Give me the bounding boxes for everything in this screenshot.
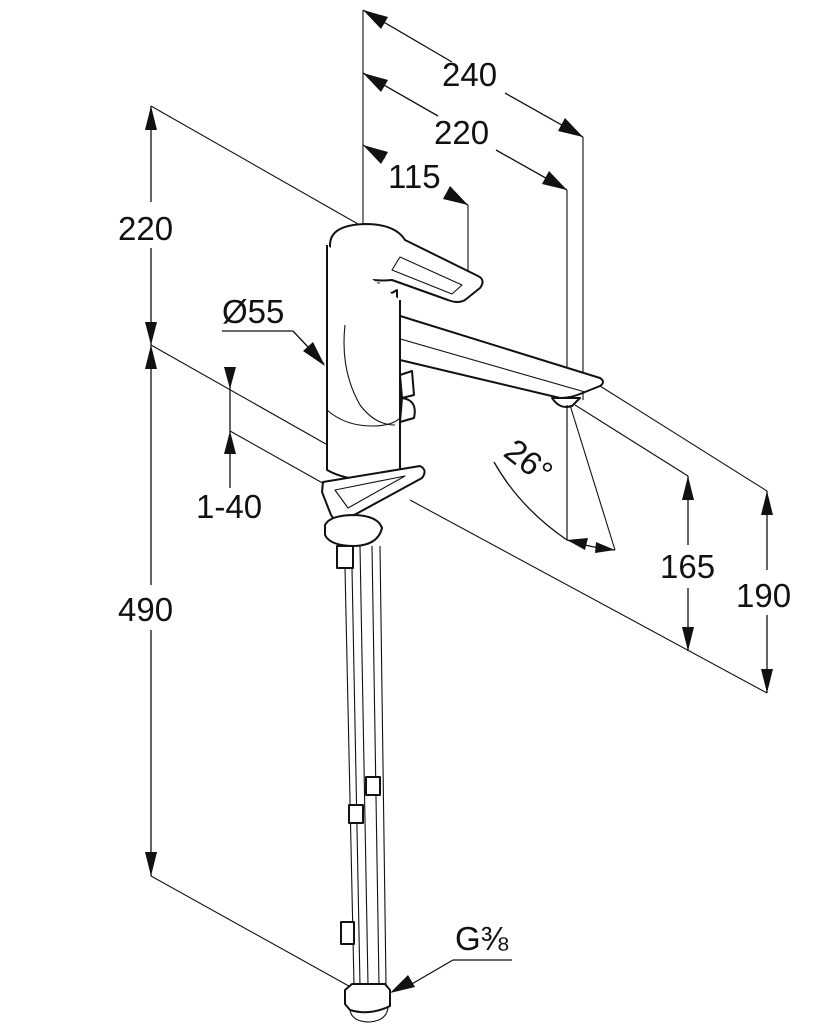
side-button [399, 370, 415, 399]
deck-washer [324, 514, 383, 547]
hose-clip [340, 921, 355, 945]
dim-220-top: 220 [362, 72, 568, 540]
ext-line-deck [150, 344, 341, 453]
dim-115: 115 [362, 144, 469, 282]
arrow-head [558, 118, 583, 137]
arrow-head [682, 627, 694, 651]
connector-base [349, 1005, 389, 1023]
lever-slot [391, 256, 463, 295]
arrow-head [363, 145, 388, 164]
angle-ext-slanted [569, 404, 616, 551]
arrow-head [145, 345, 157, 369]
arrow-head [761, 491, 773, 515]
dim-220-left: 220 [118, 105, 359, 345]
dim-240-label: 240 [442, 56, 497, 93]
body-seam [326, 409, 401, 427]
arrow-head [303, 342, 325, 366]
side-button-base [399, 397, 416, 423]
dim-diameter: Ø55 [222, 293, 325, 366]
arrow-head [443, 186, 468, 205]
ext-line-deck [409, 499, 768, 694]
hose-clip [348, 804, 364, 824]
dim-220-left-label: 220 [118, 210, 173, 247]
dim-angle: 26° [493, 404, 616, 553]
dim-490-label: 490 [118, 591, 173, 628]
hose-left-outer [344, 567, 355, 986]
dim-1-40-label: 1-40 [196, 488, 262, 525]
ext-line-top [599, 385, 768, 492]
dim-thread: G⅜ [390, 920, 512, 993]
dim-190: 190 [599, 385, 791, 693]
arrow-head [542, 171, 567, 190]
arrow-head [145, 852, 157, 876]
hose-right-inner [371, 545, 380, 986]
arrow-head [363, 10, 388, 29]
arrow-head [145, 322, 157, 345]
dim-115-label: 115 [388, 158, 441, 195]
bracket-inner [334, 475, 406, 509]
hose-left-inner [351, 567, 361, 986]
arrow-head [224, 367, 236, 389]
faucet-body [321, 223, 604, 1023]
ext-line [229, 430, 336, 491]
dim-165-label: 165 [660, 548, 715, 585]
leader-line [409, 959, 454, 986]
hose-right-outer [379, 545, 387, 986]
arrow-head [595, 542, 615, 553]
dim-190-label: 190 [736, 577, 791, 614]
ext-line-top [150, 105, 359, 225]
arrow-head [145, 106, 157, 130]
hose-nut [336, 545, 354, 569]
spout-blend-curve [343, 324, 396, 426]
dim-165: 165 [409, 404, 768, 694]
dim-thread-label: G⅜ [455, 920, 509, 957]
hose-clip [365, 776, 381, 796]
dim-1-40: 1-40 [196, 367, 336, 525]
dim-diameter-label: Ø55 [222, 293, 284, 330]
dim-220-top-label: 220 [434, 114, 489, 151]
dim-490: 490 [118, 344, 357, 991]
connector-nut [344, 983, 391, 1014]
arrow-head [761, 669, 773, 693]
dim-240: 240 [362, 9, 584, 400]
arrow-head [682, 476, 694, 500]
arrow-head [363, 73, 388, 92]
ext-line-bottom [150, 875, 357, 991]
angle-arc [493, 461, 568, 541]
hose-mid [359, 545, 369, 986]
arrow-head [567, 538, 588, 550]
arrow-head [390, 975, 415, 993]
ext-line-top [574, 404, 689, 477]
arrow-head [224, 431, 236, 454]
aerator [551, 397, 581, 408]
